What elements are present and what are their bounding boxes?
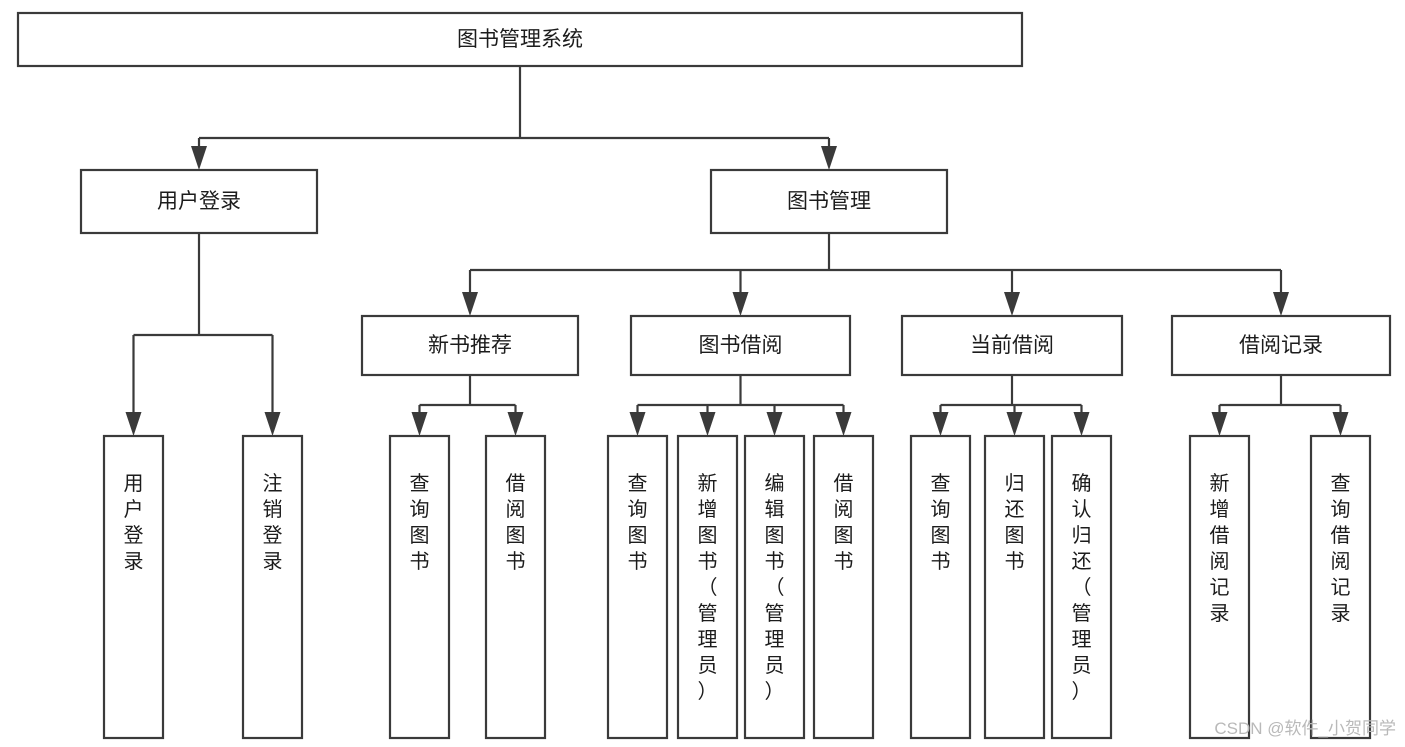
arrow-head-icon-leaf-add-record bbox=[1211, 412, 1228, 436]
node-box-leaf-query-book-1 bbox=[388, 434, 451, 740]
node-box-book-borrow bbox=[629, 314, 852, 377]
node-box-user-login bbox=[79, 168, 319, 235]
node-label-leaf-user-login: 用户登录 bbox=[124, 473, 144, 573]
node-label-book-manage: 图书管理 bbox=[787, 190, 871, 213]
node-label-leaf-add-book: 新增图书（管理员） bbox=[698, 472, 718, 703]
node-root[interactable]: 图书管理系统 bbox=[16, 11, 1024, 68]
node-label-borrow-record: 借阅记录 bbox=[1239, 334, 1323, 357]
arrow-head-icon-leaf-user-login bbox=[125, 412, 142, 436]
csdn-watermark: CSDN @软件_小贺同学 bbox=[1214, 719, 1396, 738]
node-leaf-confirm-return[interactable]: 确认归还（管理员） bbox=[1050, 434, 1113, 740]
node-box-leaf-add-book bbox=[676, 434, 739, 740]
node-label-leaf-user-logout: 注销登录 bbox=[263, 472, 283, 573]
arrow-head-icon-current-borrow bbox=[1004, 292, 1020, 316]
node-label-leaf-borrow-book-1: 借阅图书 bbox=[506, 472, 526, 573]
node-label-leaf-edit-book: 编辑图书（管理员） bbox=[765, 472, 785, 703]
node-box-leaf-return-book bbox=[983, 434, 1046, 740]
nodes-layer: 图书管理系统用户登录图书管理新书推荐图书借阅当前借阅借阅记录用户登录注销登录查询… bbox=[16, 11, 1392, 740]
node-book-manage[interactable]: 图书管理 bbox=[709, 168, 949, 235]
node-label-current-borrow: 当前借阅 bbox=[970, 334, 1054, 357]
node-user-login[interactable]: 用户登录 bbox=[79, 168, 319, 235]
arrow-head-icon-leaf-query-book-3 bbox=[932, 412, 949, 436]
node-leaf-borrow-book-1[interactable]: 借阅图书 bbox=[484, 434, 547, 740]
node-label-root: 图书管理系统 bbox=[457, 28, 583, 51]
node-label-leaf-confirm-return: 确认归还（管理员） bbox=[1072, 472, 1092, 703]
node-box-leaf-query-book-2 bbox=[606, 434, 669, 740]
arrow-head-icon-leaf-confirm-return bbox=[1073, 412, 1090, 436]
arrow-head-icon-leaf-edit-book bbox=[766, 412, 783, 436]
node-box-current-borrow bbox=[900, 314, 1124, 377]
node-box-leaf-edit-book bbox=[743, 434, 806, 740]
node-leaf-query-book-3[interactable]: 查询图书 bbox=[909, 434, 972, 740]
arrow-head-icon-book-borrow bbox=[732, 292, 749, 316]
node-leaf-return-book[interactable]: 归还图书 bbox=[983, 434, 1046, 740]
node-book-borrow[interactable]: 图书借阅 bbox=[629, 314, 852, 377]
arrow-head-icon-user-login bbox=[191, 146, 207, 170]
node-box-borrow-record bbox=[1170, 314, 1392, 377]
node-leaf-add-record[interactable]: 新增借阅记录 bbox=[1188, 434, 1251, 740]
node-box-leaf-user-login bbox=[102, 434, 165, 740]
node-leaf-edit-book[interactable]: 编辑图书（管理员） bbox=[743, 434, 806, 740]
arrow-head-icon-new-book-rec bbox=[462, 292, 478, 316]
node-box-new-book-rec bbox=[360, 314, 580, 377]
node-box-leaf-user-logout bbox=[241, 434, 304, 740]
node-box-book-manage bbox=[709, 168, 949, 235]
node-box-leaf-query-book-3 bbox=[909, 434, 972, 740]
arrow-head-icon-leaf-add-book bbox=[699, 412, 716, 436]
node-leaf-user-login[interactable]: 用户登录 bbox=[102, 434, 165, 740]
node-leaf-query-book-2[interactable]: 查询图书 bbox=[606, 434, 669, 740]
node-new-book-rec[interactable]: 新书推荐 bbox=[360, 314, 580, 377]
node-borrow-record[interactable]: 借阅记录 bbox=[1170, 314, 1392, 377]
node-label-leaf-borrow-book-2: 借阅图书 bbox=[834, 472, 854, 573]
arrow-head-icon-leaf-user-logout bbox=[264, 412, 281, 436]
arrow-head-icon-leaf-query-record bbox=[1332, 412, 1349, 436]
arrow-head-icon-book-manage bbox=[821, 146, 837, 170]
connectors-layer bbox=[125, 66, 1349, 436]
node-leaf-query-book-1[interactable]: 查询图书 bbox=[388, 434, 451, 740]
arrow-head-icon-leaf-query-book-2 bbox=[629, 412, 646, 436]
node-box-root bbox=[16, 11, 1024, 68]
node-current-borrow[interactable]: 当前借阅 bbox=[900, 314, 1124, 377]
node-box-leaf-borrow-book-2 bbox=[812, 434, 875, 740]
node-leaf-query-record[interactable]: 查询借阅记录 bbox=[1309, 434, 1372, 740]
node-label-user-login: 用户登录 bbox=[157, 190, 241, 213]
node-label-leaf-query-book-3: 查询图书 bbox=[931, 472, 951, 573]
node-box-leaf-add-record bbox=[1188, 434, 1251, 740]
node-label-leaf-add-record: 新增借阅记录 bbox=[1210, 472, 1230, 625]
node-leaf-borrow-book-2[interactable]: 借阅图书 bbox=[812, 434, 875, 740]
arrow-head-icon-leaf-query-book-1 bbox=[411, 412, 428, 436]
arrow-head-icon-borrow-record bbox=[1273, 292, 1289, 316]
node-box-leaf-borrow-book-1 bbox=[484, 434, 547, 740]
node-box-leaf-query-record bbox=[1309, 434, 1372, 740]
node-label-leaf-query-book-2: 查询图书 bbox=[628, 472, 648, 573]
node-leaf-add-book[interactable]: 新增图书（管理员） bbox=[676, 434, 739, 740]
node-label-leaf-query-record: 查询借阅记录 bbox=[1331, 472, 1351, 625]
node-box-leaf-confirm-return bbox=[1050, 434, 1113, 740]
node-label-book-borrow: 图书借阅 bbox=[699, 334, 783, 357]
node-leaf-user-logout[interactable]: 注销登录 bbox=[241, 434, 304, 740]
arrow-head-icon-leaf-return-book bbox=[1006, 412, 1023, 436]
arrow-head-icon-leaf-borrow-book-2 bbox=[835, 412, 852, 436]
arrow-head-icon-leaf-borrow-book-1 bbox=[507, 412, 524, 436]
node-label-leaf-return-book: 归还图书 bbox=[1005, 472, 1025, 573]
node-label-new-book-rec: 新书推荐 bbox=[428, 334, 512, 357]
node-label-leaf-query-book-1: 查询图书 bbox=[410, 472, 430, 573]
